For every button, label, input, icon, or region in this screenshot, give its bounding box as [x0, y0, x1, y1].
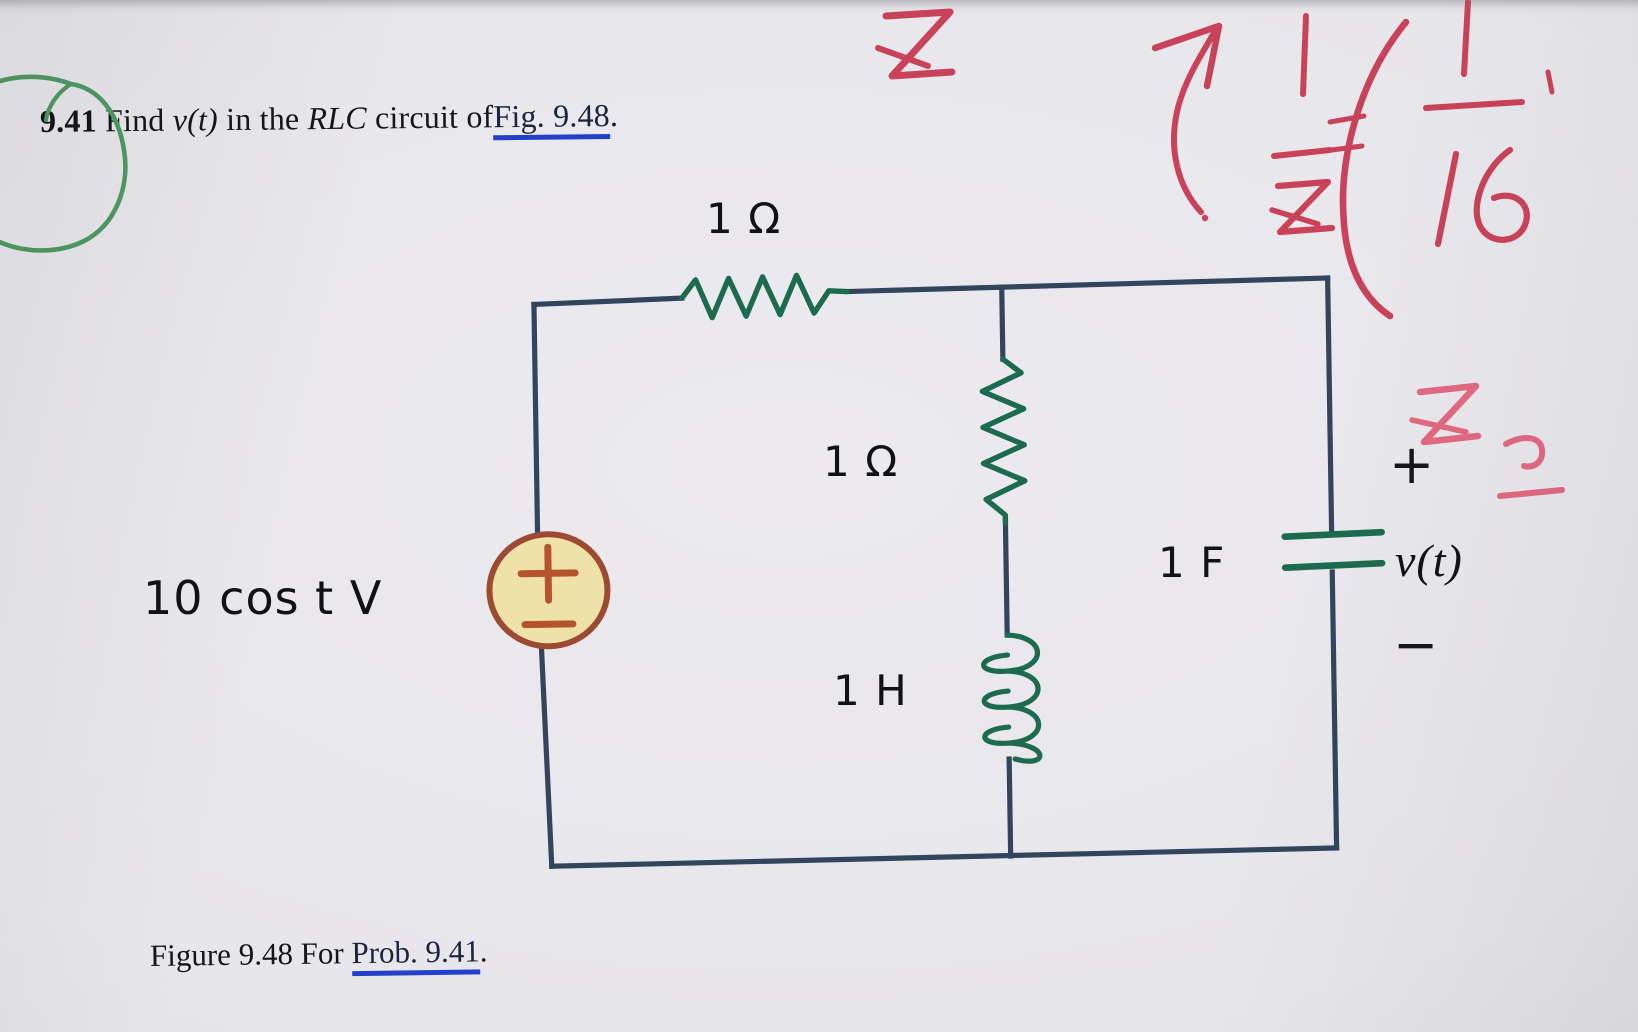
page-top-edge: [0, 0, 1638, 14]
capacitor-label: 1 F: [1158, 538, 1226, 587]
capacitor-symbol: [1281, 528, 1386, 571]
series-resistor-symbol: [679, 272, 850, 321]
figure-caption-label: Figure 9.48 For: [149, 935, 344, 973]
output-voltage-label: v(t): [1395, 535, 1463, 586]
voltage-source-symbol: [486, 531, 611, 650]
output-polarity-minus: −: [1393, 613, 1439, 676]
output-polarity-plus: +: [1389, 433, 1435, 496]
inductor-symbol: [981, 632, 1043, 764]
figure-caption: Figure 9.48 For Prob. 9.41.: [149, 933, 488, 977]
inductor-label: 1 H: [833, 666, 908, 715]
voltage-source-label: 10 cos t V: [143, 571, 383, 625]
series-resistor-label: 1 Ω: [706, 194, 782, 243]
problem-reference-link[interactable]: Prob. 9.41: [351, 933, 481, 977]
circuit-wires: [531, 275, 1340, 869]
caption-period: .: [479, 933, 488, 969]
parallel-resistor-symbol: [979, 356, 1028, 526]
parallel-resistor-label: 1 Ω: [823, 437, 899, 486]
